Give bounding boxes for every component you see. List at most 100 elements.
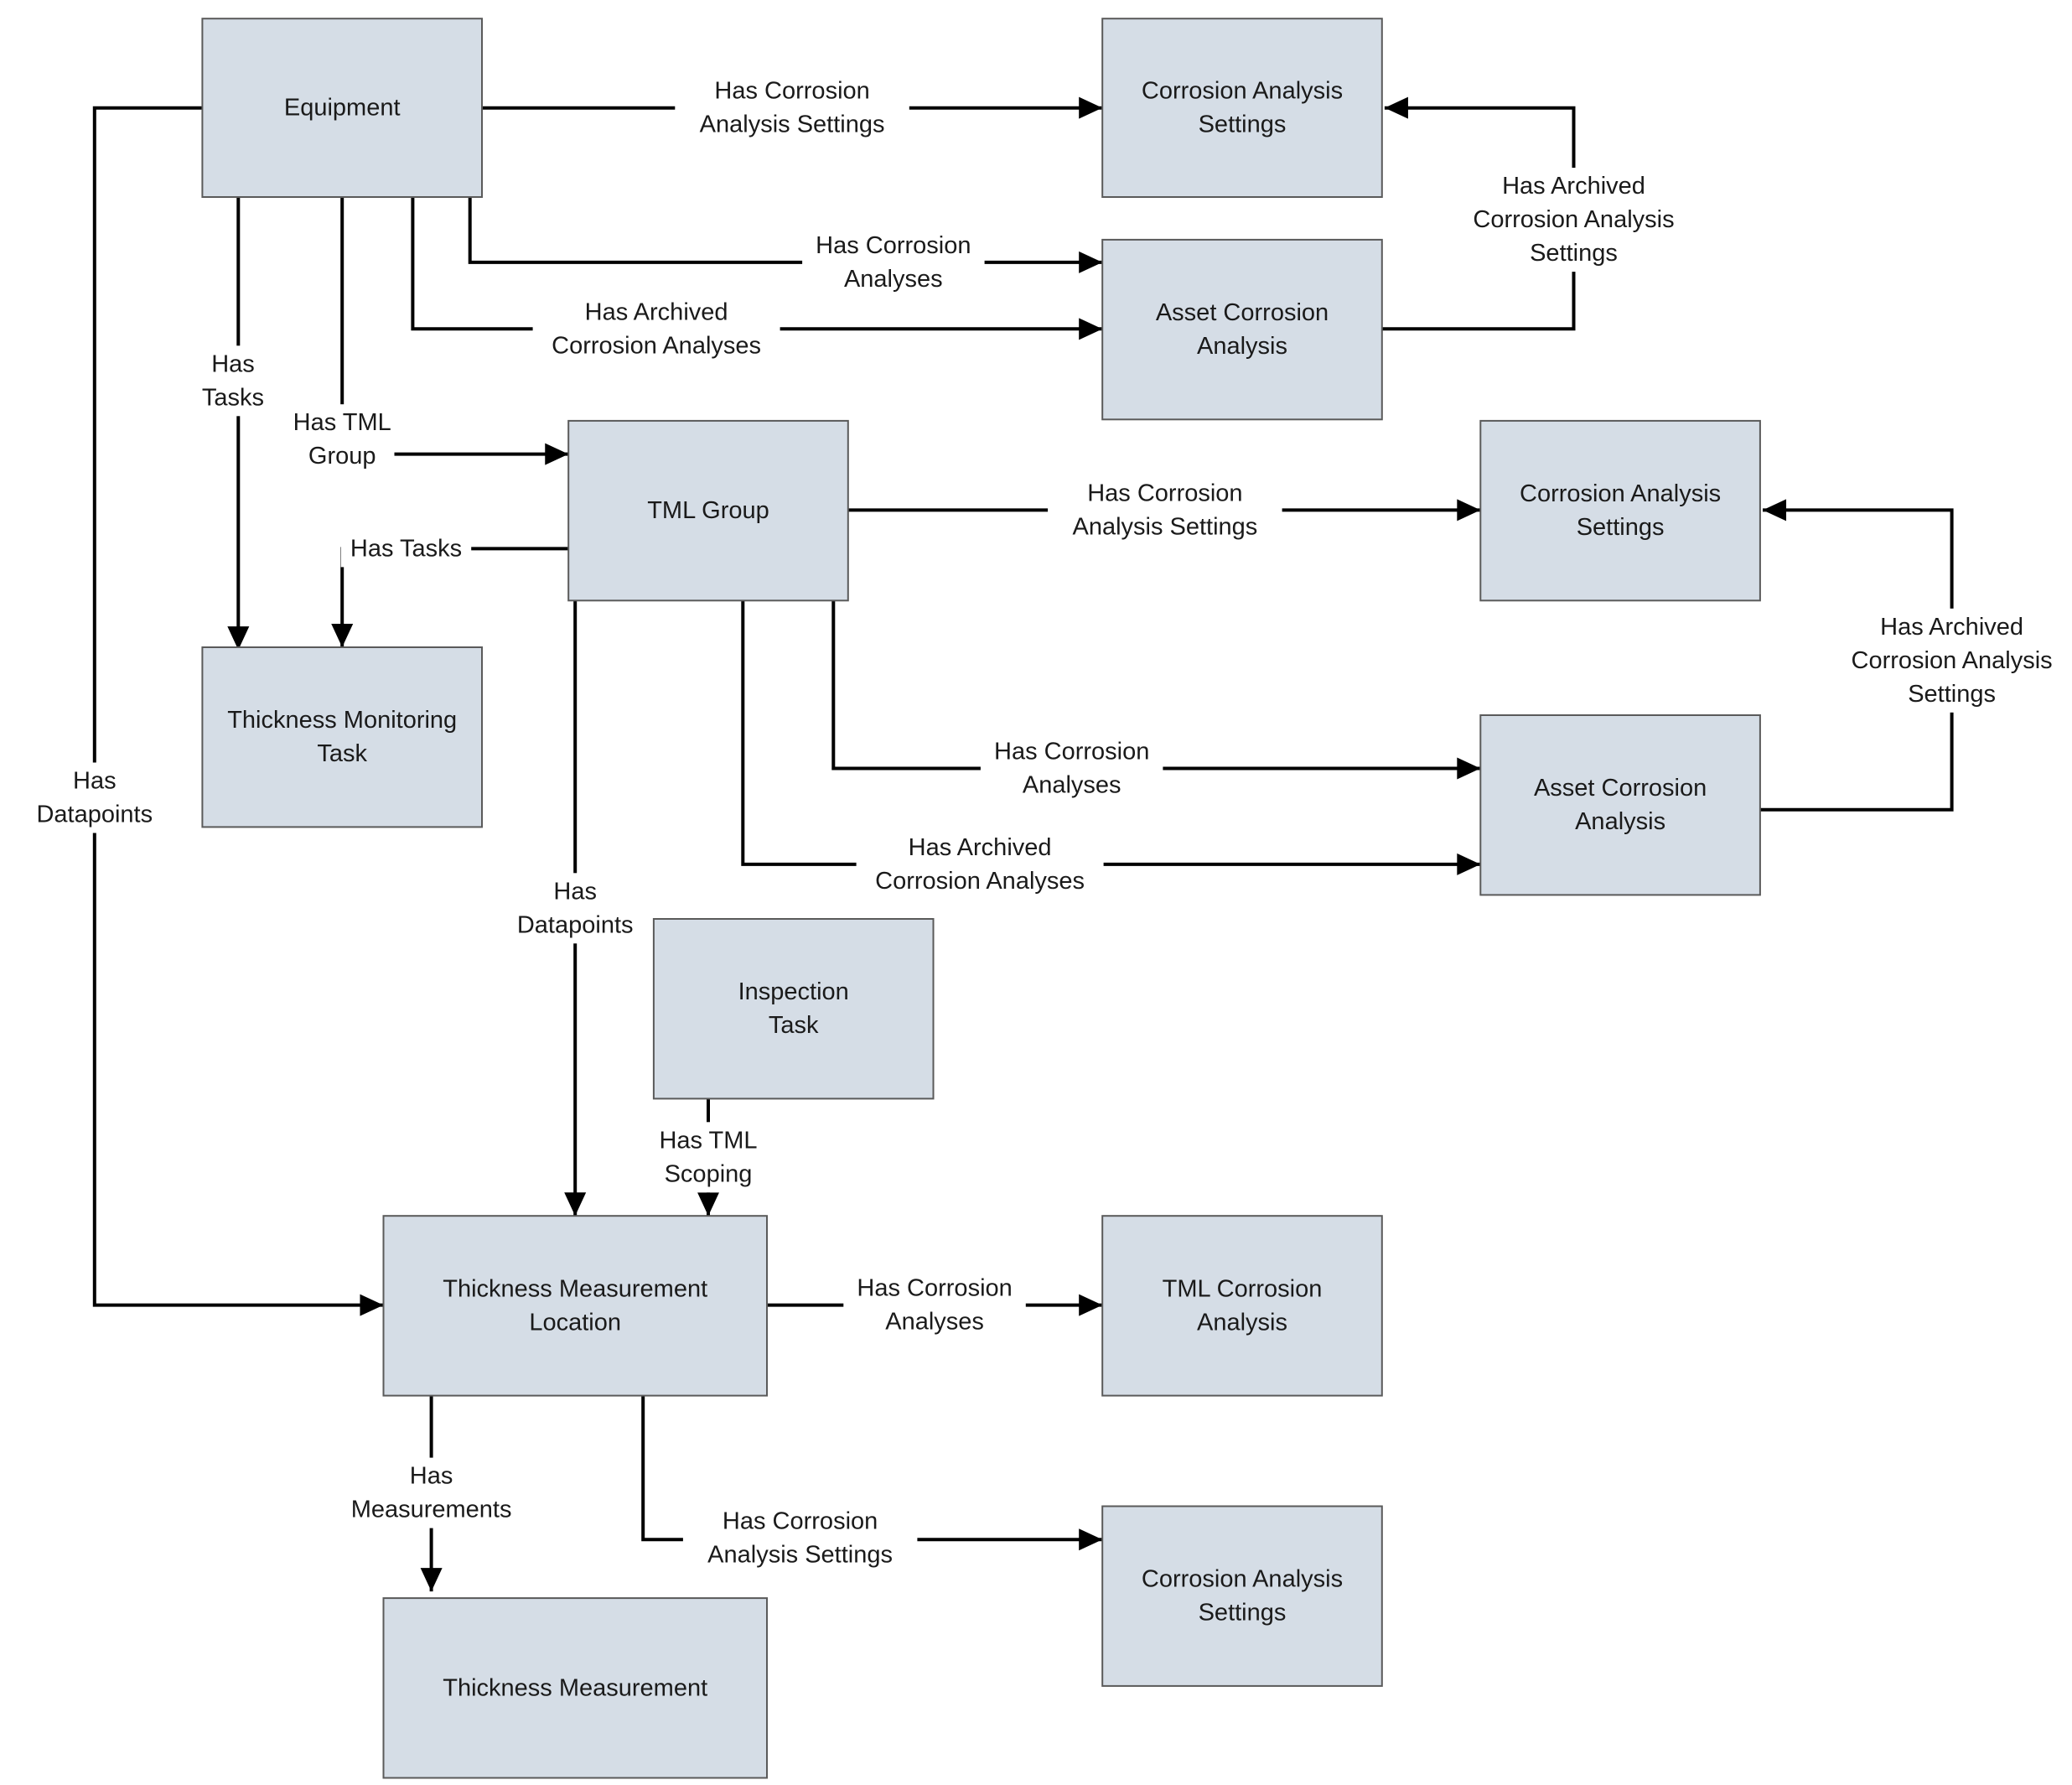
relationship-label-line: Measurements <box>351 1497 512 1523</box>
entity-label: Thickness Measurement <box>443 1674 707 1701</box>
entity-label: Inspection <box>738 978 849 1005</box>
arrowhead-icon <box>1079 318 1103 340</box>
equip-aca-line <box>468 197 1103 273</box>
relationship-label-line: Scoping <box>665 1160 753 1187</box>
relationship-label-line: Has <box>410 1463 453 1490</box>
relationship-label-line: Settings <box>1530 240 1618 267</box>
relationship-label-line: Has Corrosion <box>714 78 869 105</box>
relationship-label-line: Analysis Settings <box>700 112 885 138</box>
arrowhead-icon <box>331 623 354 647</box>
arrowhead-icon <box>545 443 569 465</box>
relationship-label-line: Has Corrosion <box>723 1508 878 1535</box>
entity-label: Asset Corrosion <box>1156 299 1329 326</box>
relationship-label-line: Has Archived <box>1880 614 2023 641</box>
entity-label: Corrosion Analysis <box>1142 1566 1343 1593</box>
equip-tmlgroup-line-b <box>390 443 569 465</box>
relationship-label-line: Has Tasks <box>350 535 462 562</box>
relationship-label-line: Has Corrosion <box>816 232 971 259</box>
relationship-label-line: Analyses <box>885 1309 984 1336</box>
entity-label: TML Corrosion <box>1163 1275 1323 1302</box>
relationship-label-line: Analysis Settings <box>707 1542 893 1569</box>
arrowhead-icon <box>1384 96 1408 119</box>
entity-box-equipment: Equipment <box>201 18 483 199</box>
relationship-label-tmlgroup-tasks: Has Tasks <box>340 530 472 568</box>
entity-label: Equipment <box>284 95 401 122</box>
entity-box-tml-group: TML Group <box>567 419 849 602</box>
relationship-label-line: Analysis Settings <box>1072 513 1257 540</box>
arrowhead-icon <box>697 1192 720 1217</box>
entity-label: TML Group <box>647 497 769 524</box>
entity-label: Thickness Monitoring <box>227 707 457 734</box>
relationship-label-line: Corrosion Analysis <box>1852 647 2053 674</box>
entity-label: Analysis <box>1575 808 1665 835</box>
arrowhead-icon <box>1079 251 1103 273</box>
equip-archived-aca-line <box>411 197 1103 340</box>
arrowhead-icon <box>1079 96 1103 119</box>
tmlgroup-aca-line <box>831 600 1481 780</box>
relationship-label-line: Corrosion Analyses <box>552 332 761 359</box>
relationship-label-line: Has Archived <box>585 298 728 325</box>
relationship-label-line: Settings <box>1908 681 1996 708</box>
entity-label: Analysis <box>1197 333 1287 360</box>
relationship-label-line: Corrosion Analyses <box>875 868 1085 895</box>
arrowhead-icon <box>1457 499 1481 521</box>
relationship-label-line: Has Corrosion <box>1087 480 1242 506</box>
relationship-label-line: Tasks <box>202 384 264 411</box>
entity-label: Thickness Measurement <box>443 1275 707 1302</box>
equip-tasks-line <box>227 197 250 651</box>
entity-label: Task <box>769 1012 819 1039</box>
arrowhead-icon <box>564 1192 587 1217</box>
arrowhead-icon <box>1763 499 1787 521</box>
relationship-label-line: Has Corrosion <box>994 739 1149 765</box>
tml-cas-line <box>641 1395 1103 1551</box>
relationship-label-line: Has TML <box>659 1127 757 1154</box>
relationship-label-line: Has <box>211 350 255 377</box>
relationship-label-line: Analyses <box>1023 772 1121 799</box>
entity-label: Settings <box>1199 1600 1287 1627</box>
relationship-label-line: Datapoints <box>36 802 153 828</box>
arrowhead-icon <box>360 1294 384 1316</box>
entity-label: Settings <box>1199 112 1287 138</box>
relationship-label-line: Datapoints <box>517 911 634 938</box>
relationship-label-line: Has Archived <box>1502 173 1645 200</box>
tmlgroup-archived-aca-line <box>741 600 1481 875</box>
relationship-label-line: Has Archived <box>909 834 1052 861</box>
arrowhead-icon <box>1079 1294 1103 1316</box>
arrowhead-icon <box>420 1568 443 1592</box>
entity-label: Task <box>317 740 367 767</box>
relationship-label-line: Analyses <box>844 266 943 293</box>
entity-label: Asset Corrosion <box>1534 775 1707 802</box>
entity-label: Analysis <box>1197 1309 1287 1336</box>
entity-label: Corrosion Analysis <box>1520 480 1721 507</box>
arrowhead-icon <box>1457 853 1481 875</box>
arrowhead-icon <box>227 626 250 651</box>
entity-label: Settings <box>1577 514 1665 541</box>
relationship-label-line: Has <box>553 878 597 905</box>
relationship-label-line: Corrosion Analysis <box>1473 206 1674 233</box>
